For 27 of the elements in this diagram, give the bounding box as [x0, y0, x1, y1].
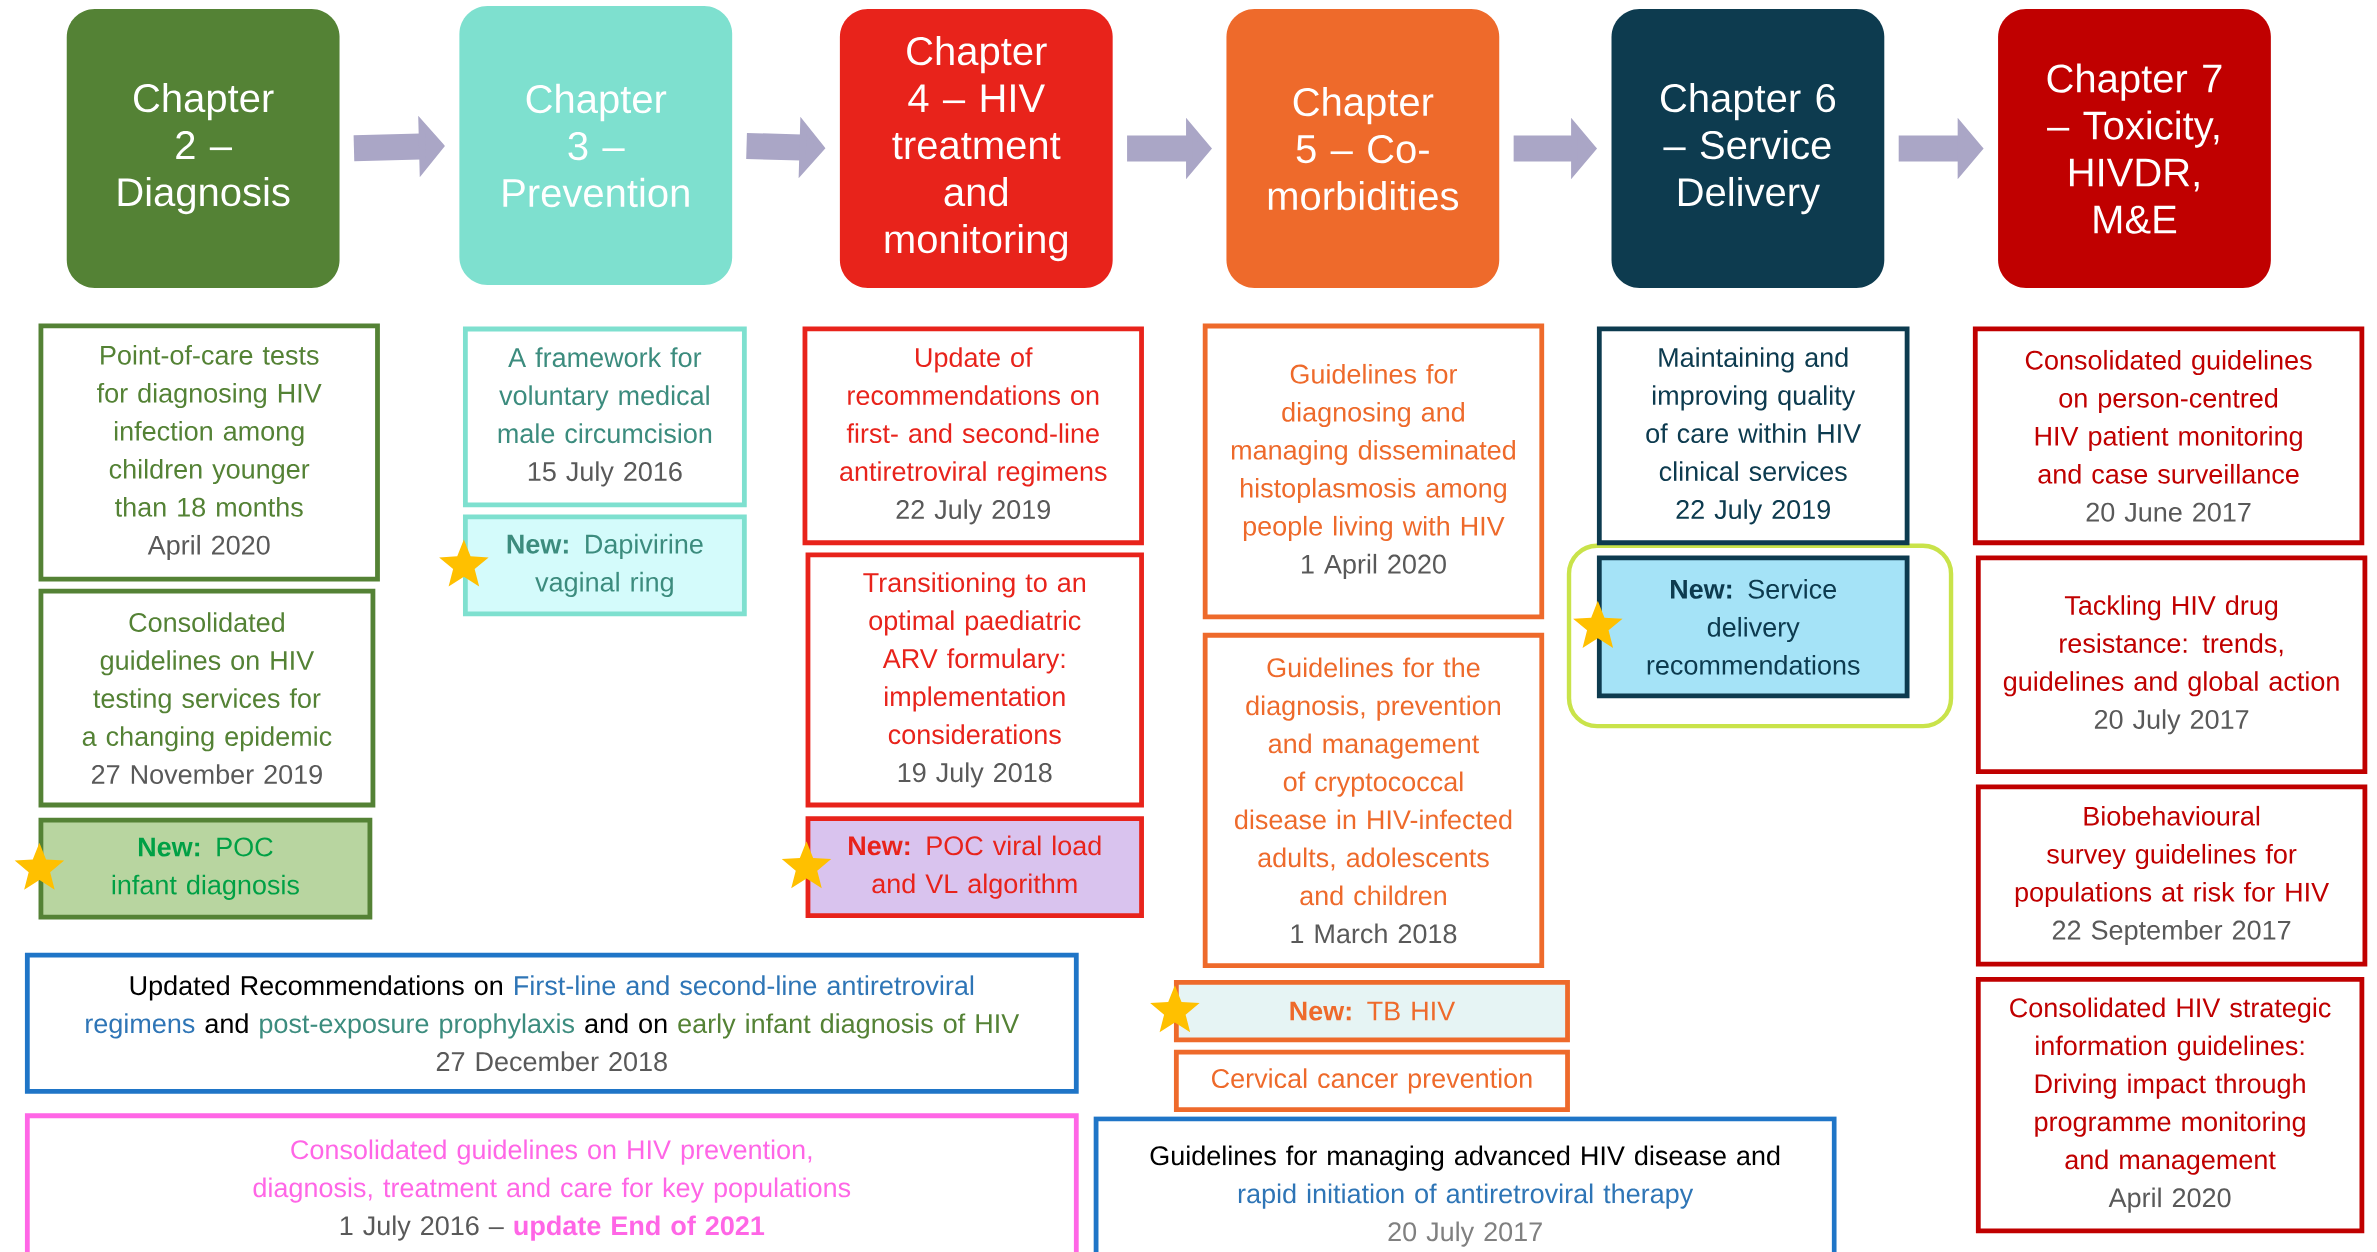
- guideline-box: Consolidated guidelines on person-centred HIV patient monitoring and case surveillance 20 June 2017: [1972, 326, 2365, 546]
- new-guideline-box: New: POC viral load and VL algorithm: [805, 816, 1144, 918]
- guideline-box: A framework for voluntary medical male circumcision 15 July 2016: [462, 326, 747, 508]
- guideline-box: Guidelines for diagnosing and managing disseminated histoplasmosis among people living with HIV 1 April 2020: [1202, 323, 1545, 620]
- chapter-box: Chapter 7 – Toxicity, HIVDR, M&E: [1998, 9, 2271, 288]
- guideline-box: Consolidated HIV strategic information guidelines: Driving impact through programme monitoring and management April 2020: [1975, 976, 2365, 1234]
- guideline-box: Tackling HIV drug resistance: trends, guidelines and global action 20 July 2017: [1975, 555, 2368, 774]
- guideline-box: Guidelines for managing advanced HIV disease and rapid initiation of antiretroviral therapy 20 July 2017: [1093, 1116, 1837, 1252]
- chapter-box: Chapter 3 – Prevention: [459, 5, 733, 285]
- guideline-box: Cervical cancer prevention: [1173, 1049, 1570, 1112]
- chapter-box: Chapter 6 – Service Delivery: [1611, 9, 1885, 288]
- chapter-box: Chapter 4 – HIV treatment and monitoring: [839, 9, 1113, 288]
- new-guideline-box: New: POC infant diagnosis: [38, 817, 373, 920]
- guideline-box: Maintaining and improving quality of care within HIV clinical services 22 July 2019: [1596, 326, 1910, 546]
- new-guideline-box: New: TB HIV: [1173, 979, 1570, 1043]
- new-guideline-box: New: Dapivirine vaginal ring: [462, 514, 747, 617]
- guideline-box: Guidelines for the diagnosis, prevention and management of cryptococcal disease in HIV-infected adults, adolescents and children 1 March 2018: [1202, 632, 1545, 968]
- guideline-box: Updated Recommendations on First-line and second-line antiretroviral regimens and post-exposure prophylaxis and on early infant diagnosis of HIV 27 December 2018: [24, 952, 1079, 1094]
- guideline-box: Consolidated guidelines on HIV prevention, diagnosis, treatment and care for key populations 1 July 2016 – update End of 2021: [24, 1113, 1079, 1252]
- guideline-box: Biobehavioural survey guidelines for populations at risk for HIV 22 September 2017: [1975, 784, 2368, 967]
- chapter-box: Chapter 5 – Co-morbidities: [1226, 9, 1500, 288]
- guideline-box: Transitioning to an optimal paediatric ARV formulary: implementation considerations 19 July 2018: [805, 552, 1144, 808]
- guideline-box: Consolidated guidelines on HIV testing services for a changing epidemic 27 November 2019: [38, 588, 376, 808]
- chapter-box: Chapter 2 – Diagnosis: [66, 9, 340, 288]
- new-guideline-box: New: Service delivery recommendations: [1596, 555, 1910, 699]
- guideline-box: Point-of-care tests for diagnosing HIV infection among children younger than 18 months April 2020: [38, 323, 380, 582]
- guideline-box: Update of recommendations on first- and second-line antiretroviral regimens 22 July 2019: [802, 326, 1144, 546]
